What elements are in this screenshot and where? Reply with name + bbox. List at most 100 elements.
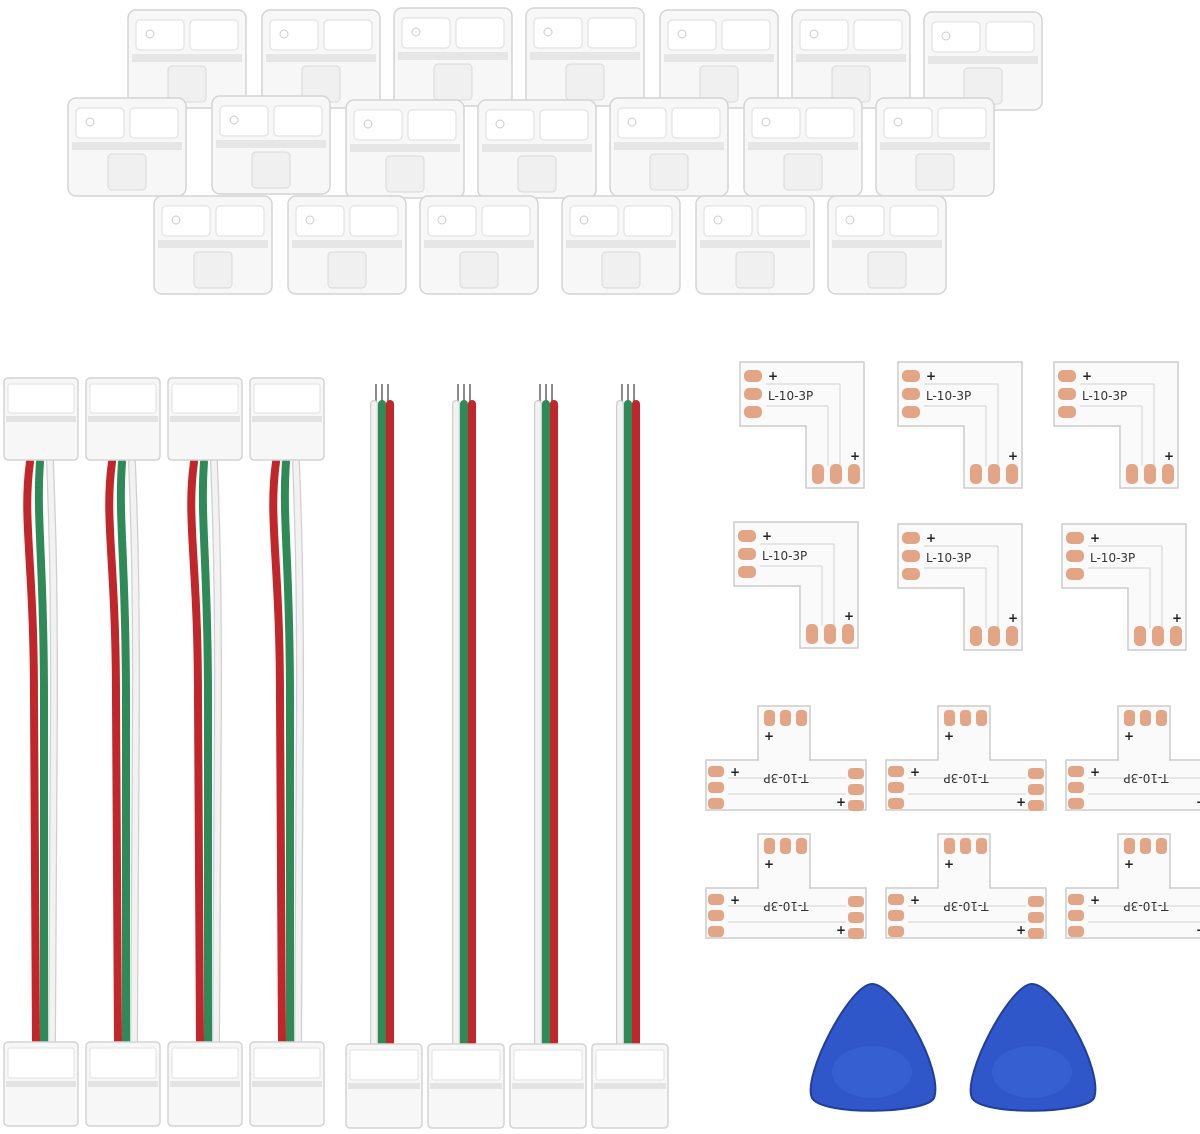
plus-sign: + bbox=[1090, 531, 1100, 545]
copper-pad bbox=[1068, 910, 1084, 921]
gapless-clip bbox=[153, 195, 273, 295]
wire-end-clip bbox=[85, 377, 161, 461]
copper-pad bbox=[744, 370, 762, 382]
copper-pad bbox=[1028, 896, 1044, 907]
copper-pad bbox=[902, 532, 920, 544]
copper-pad bbox=[1156, 710, 1167, 726]
red-wire bbox=[187, 458, 204, 1046]
copper-pad bbox=[1028, 912, 1044, 923]
t-connector: T-10-3P+++ bbox=[885, 705, 1047, 811]
gapless-clip bbox=[287, 195, 407, 295]
copper-pad bbox=[888, 926, 904, 937]
copper-pad bbox=[1006, 464, 1018, 484]
copper-pad bbox=[1028, 784, 1044, 795]
t-connector-label: T-10-3P bbox=[1123, 899, 1169, 913]
wire-end-clip bbox=[167, 377, 243, 461]
plus-sign: + bbox=[944, 729, 954, 743]
l-connector: L-10-3P++ bbox=[897, 523, 1023, 651]
plus-sign: + bbox=[1008, 611, 1018, 625]
copper-pad bbox=[960, 838, 971, 854]
copper-pad bbox=[1144, 464, 1156, 484]
gapless-clip bbox=[211, 95, 331, 195]
copper-pad bbox=[902, 388, 920, 400]
gapless-clip bbox=[345, 99, 465, 199]
l-connector-label: L-10-3P bbox=[768, 389, 813, 403]
copper-pad bbox=[738, 566, 756, 578]
plus-sign: + bbox=[764, 857, 774, 871]
t-connector-label: T-10-3P bbox=[763, 771, 809, 785]
wire-clip-both-ends bbox=[85, 377, 161, 1127]
gapless-clip bbox=[743, 97, 863, 197]
wire-clip-one-end bbox=[427, 384, 505, 1129]
t-connector-group: T-10-3P+++T-10-3P+++T-10-3P+++T-10-3P+++… bbox=[705, 705, 1200, 939]
wire-end-clip bbox=[345, 1043, 423, 1129]
wire-end-clip bbox=[167, 1041, 243, 1127]
green-wire bbox=[116, 458, 130, 1046]
copper-pad bbox=[708, 798, 724, 809]
red-wire bbox=[269, 458, 286, 1046]
pry-tool bbox=[809, 982, 937, 1112]
copper-pad bbox=[1156, 838, 1167, 854]
l-connector-label: L-10-3P bbox=[762, 549, 807, 563]
plus-sign: + bbox=[762, 529, 772, 543]
copper-pad bbox=[1162, 464, 1174, 484]
plus-sign: + bbox=[1196, 795, 1200, 809]
plus-sign: + bbox=[730, 765, 740, 779]
copper-pad bbox=[1124, 838, 1135, 854]
copper-pad bbox=[848, 464, 860, 484]
plus-sign: + bbox=[836, 923, 846, 937]
copper-pad bbox=[976, 838, 987, 854]
copper-pad bbox=[764, 710, 775, 726]
copper-pad bbox=[960, 710, 971, 726]
plus-sign: + bbox=[1124, 857, 1134, 871]
plus-sign: + bbox=[1082, 369, 1092, 383]
copper-pad bbox=[830, 464, 842, 484]
copper-pad bbox=[1028, 800, 1044, 811]
l-connector-label: L-10-3P bbox=[1082, 389, 1127, 403]
wire-clip-one-end bbox=[509, 384, 587, 1129]
l-connector-label: L-10-3P bbox=[926, 551, 971, 565]
gapless-clip bbox=[261, 9, 381, 109]
copper-pad bbox=[988, 626, 1000, 646]
green-wire bbox=[34, 458, 48, 1046]
l-connector: L-10-3P++ bbox=[733, 521, 859, 649]
pry-tool-group bbox=[809, 982, 1097, 1112]
wire-connector-group bbox=[3, 377, 669, 1129]
copper-pad bbox=[780, 710, 791, 726]
copper-pad bbox=[1068, 782, 1084, 793]
gapless-clip bbox=[419, 195, 539, 295]
plus-sign: + bbox=[850, 449, 860, 463]
copper-pad bbox=[902, 568, 920, 580]
plus-sign: + bbox=[944, 857, 954, 871]
copper-pad bbox=[976, 710, 987, 726]
l-connector-group: L-10-3P++L-10-3P++L-10-3P++L-10-3P++L-10… bbox=[733, 361, 1187, 651]
plus-sign: + bbox=[910, 765, 920, 779]
t-connector: T-10-3P+++ bbox=[885, 833, 1047, 939]
plus-sign: + bbox=[1124, 729, 1134, 743]
plus-sign: + bbox=[768, 369, 778, 383]
wire-end-clip bbox=[509, 1043, 587, 1129]
t-connector-label: T-10-3P bbox=[943, 771, 989, 785]
green-wire bbox=[280, 458, 294, 1046]
copper-pad bbox=[806, 624, 818, 644]
copper-pad bbox=[848, 912, 864, 923]
copper-pad bbox=[738, 530, 756, 542]
copper-pad bbox=[1068, 766, 1084, 777]
copper-pad bbox=[902, 370, 920, 382]
copper-pad bbox=[1170, 626, 1182, 646]
copper-pad bbox=[1028, 768, 1044, 779]
l-connector: L-10-3P + + bbox=[739, 361, 865, 489]
copper-pad bbox=[848, 800, 864, 811]
wire-end-clip bbox=[591, 1043, 669, 1129]
plus-sign: + bbox=[836, 795, 846, 809]
plus-sign: + bbox=[1196, 923, 1200, 937]
copper-pad bbox=[988, 464, 1000, 484]
copper-pad bbox=[1068, 926, 1084, 937]
gapless-clip bbox=[875, 97, 995, 197]
copper-pad bbox=[1068, 894, 1084, 905]
copper-pad bbox=[848, 768, 864, 779]
copper-pad bbox=[744, 388, 762, 400]
gapless-clip bbox=[609, 97, 729, 197]
copper-pad bbox=[1066, 550, 1084, 562]
